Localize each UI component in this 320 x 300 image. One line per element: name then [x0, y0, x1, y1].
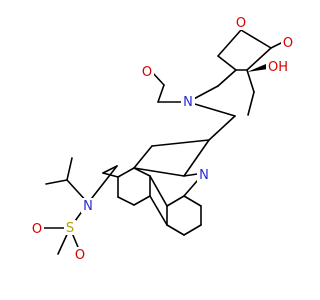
atom-label-o-lactone: O: [234, 15, 248, 31]
bond: [247, 91, 255, 116]
bond: [117, 196, 135, 206]
bond: [149, 175, 168, 207]
atom-o-amide: O: [142, 65, 152, 80]
bond: [87, 165, 118, 204]
atom-label-o-amide: O: [140, 64, 154, 80]
bond: [166, 224, 185, 236]
bond: [151, 139, 210, 147]
atom-label-n-quinoline: N: [197, 167, 211, 183]
atom-o-lactone-carbonyl: O: [283, 36, 293, 51]
bond: [157, 84, 165, 103]
atom-n-sulfonamide: N: [83, 199, 93, 214]
bond-layer: [43, 29, 284, 255]
atom-sulfur: S: [66, 221, 74, 236]
bond: [149, 195, 168, 226]
bond: [66, 157, 73, 181]
bond: [217, 55, 237, 71]
bond: [183, 139, 210, 177]
atom-o-lactone: O: [236, 16, 246, 31]
atom-label-sulfur: S: [64, 220, 76, 236]
atom-label-n-pyridone: N: [181, 94, 195, 110]
bond: [246, 47, 272, 71]
atom-label-o-sulfonyl-1: O: [30, 221, 44, 237]
molecule-structure: O O OH O N N N S O O: [30, 15, 295, 263]
atom-o-sulfonyl-1: O: [32, 222, 42, 237]
stereo-wedge-layer: [247, 64, 268, 72]
atom-label-o-lactone-carbonyl: O: [281, 35, 295, 51]
bond: [183, 195, 202, 207]
bond: [217, 69, 237, 87]
bond: [133, 167, 185, 177]
bond: [45, 179, 68, 185]
bond: [117, 167, 135, 178]
atom-label-o-sulfonyl-2: O: [73, 247, 87, 263]
bond: [187, 101, 236, 117]
bond: [133, 145, 153, 169]
stereo-wedge-bond: [247, 64, 268, 72]
bond: [166, 195, 185, 207]
bond: [133, 195, 151, 206]
atom-n-quinoline: N: [199, 168, 209, 183]
bond: [133, 167, 151, 177]
atom-label-hydroxyl: OH: [266, 59, 290, 75]
bond: [240, 29, 272, 49]
atom-label-n-sulfonamide: N: [81, 198, 95, 214]
bond: [217, 29, 242, 57]
bond: [102, 165, 118, 174]
bond: [246, 69, 255, 93]
atom-n-pyridone: N: [183, 95, 193, 110]
bond: [183, 224, 202, 236]
atom-o-sulfonyl-2: O: [75, 248, 85, 263]
bond: [208, 115, 236, 141]
atom-hydroxyl: OH: [268, 60, 288, 75]
